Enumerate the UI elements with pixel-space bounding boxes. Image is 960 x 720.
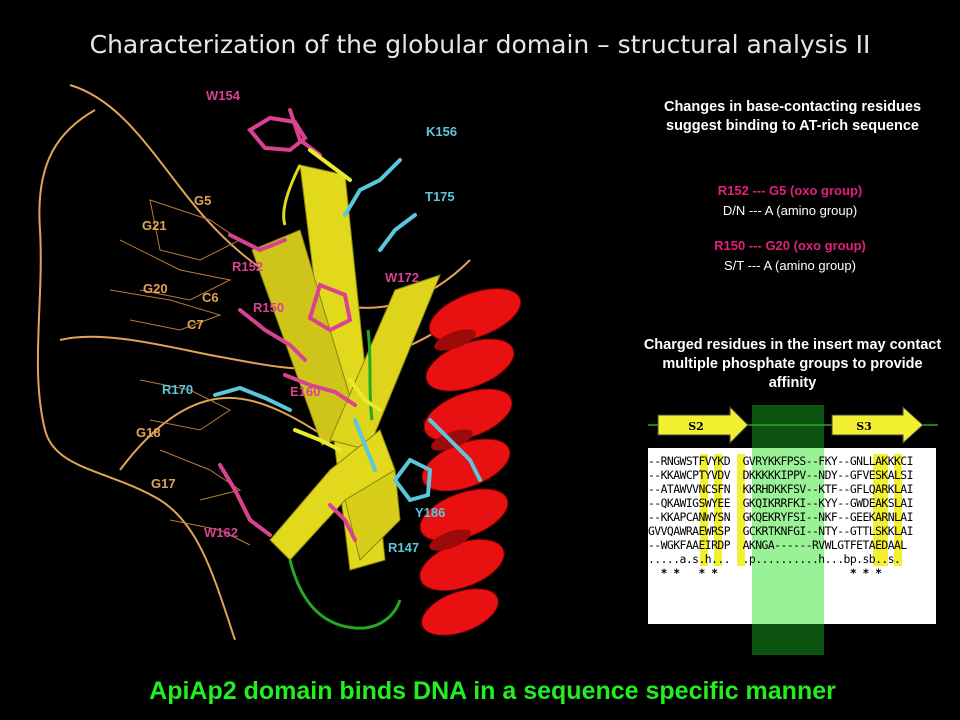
strand-s3-arrow (831, 405, 924, 445)
residue-label: Y186 (415, 505, 446, 520)
conserved-column (894, 454, 902, 566)
base-label: G21 (142, 218, 167, 233)
base-label: G17 (151, 476, 176, 491)
residue-label: R147 (388, 540, 420, 555)
residue-label: R152 (232, 259, 264, 274)
alignment-row: --WGKFAAEIRDP AKNGA------RVWLGTFETAEDAAL (648, 538, 907, 552)
loop-coil (282, 164, 402, 630)
residue-label: T175 (425, 189, 455, 204)
cyan-sidechains (213, 158, 482, 503)
conserved-column (714, 454, 722, 566)
residue-label: K156 (426, 124, 458, 139)
residue-label: W154 (206, 88, 240, 103)
residue-label: R170 (162, 382, 194, 397)
heading-base-contact: Changes in base-contacting residues sugg… (663, 99, 922, 134)
contact-pair-1: R152 --- G5 (oxo group) D/N --- A (amino… (625, 181, 955, 221)
alignment-row: GVVQAWRAEWRSP GCKRTKNFGI--NTY--GTTLSKKLA… (648, 524, 913, 538)
alignment-row: --KKAWCPTYVDV DKKKKKIPPV--NDY--GFVESKALS… (648, 468, 913, 482)
base-label: G20 (143, 281, 168, 296)
base-contact: D/N --- A (amino group) (722, 203, 858, 218)
base-label: C6 (202, 290, 219, 305)
sequence-alignment: --RNGWSTFVYKD GVRYKKFPSS--FKY--GNLLAKKKC… (648, 448, 936, 624)
magenta-sidechains (218, 108, 357, 542)
dna-backbone (36, 84, 471, 641)
base-label: G5 (194, 193, 212, 208)
strand-label: S3 (856, 420, 872, 433)
base-label: C7 (187, 317, 204, 332)
alignment-conservation-stars: * * * * * * * (648, 566, 907, 580)
insert-highlight (752, 448, 824, 624)
alignment-row: --RNGWSTFVYKD GVRYKKFPSS--FKY--GNLLAKKKC… (648, 454, 913, 468)
residue-label: E160 (290, 384, 321, 399)
slide-caption: ApiAp2 domain binds DNA in a sequence sp… (149, 677, 836, 705)
alignment-row: --ATAWVVNCSFN KKRHDKKFSV--KTF--GFLQARKLA… (648, 482, 913, 496)
conserved-column (880, 454, 888, 566)
alpha-helix (419, 288, 522, 636)
heading-charged-residues: Charged residues in the insert may conta… (643, 337, 942, 391)
residue-label: R150 (253, 300, 285, 315)
residue-contact: R152 --- G5 (oxo group) (717, 183, 863, 198)
alignment-row: --KKAPCANWYSN GKQEKRYFSI--NKF--GEEKARNLA… (648, 510, 913, 524)
secondary-structure-track: S2 S3 (648, 405, 938, 445)
residue-label: W172 (385, 270, 419, 285)
dna-bases (109, 199, 251, 546)
conserved-column (700, 454, 708, 566)
residue-contact: R150 --- G20 (oxo group) (714, 238, 866, 253)
contact-pair-2: R150 --- G20 (oxo group) S/T --- A (amin… (625, 236, 955, 276)
base-contact: S/T --- A (amino group) (724, 258, 856, 273)
protein-dna-structure (36, 84, 522, 641)
residue-label: W162 (204, 525, 238, 540)
strand-label: S2 (688, 420, 704, 433)
strand-s2-arrow (657, 405, 749, 445)
conserved-column (873, 454, 881, 566)
alignment-row: --QKAWIGSWYEE GKQIKRRFKI--KYY--GWDEAKSLA… (648, 496, 913, 510)
slide-title: Characterization of the globular domain … (89, 30, 871, 59)
yellow-sidechains (293, 148, 382, 452)
alignment-consensus: .....a.s.h... .p..........h...bp.sb..s. (648, 552, 901, 566)
conserved-column (737, 454, 745, 566)
base-label: G18 (136, 425, 161, 440)
